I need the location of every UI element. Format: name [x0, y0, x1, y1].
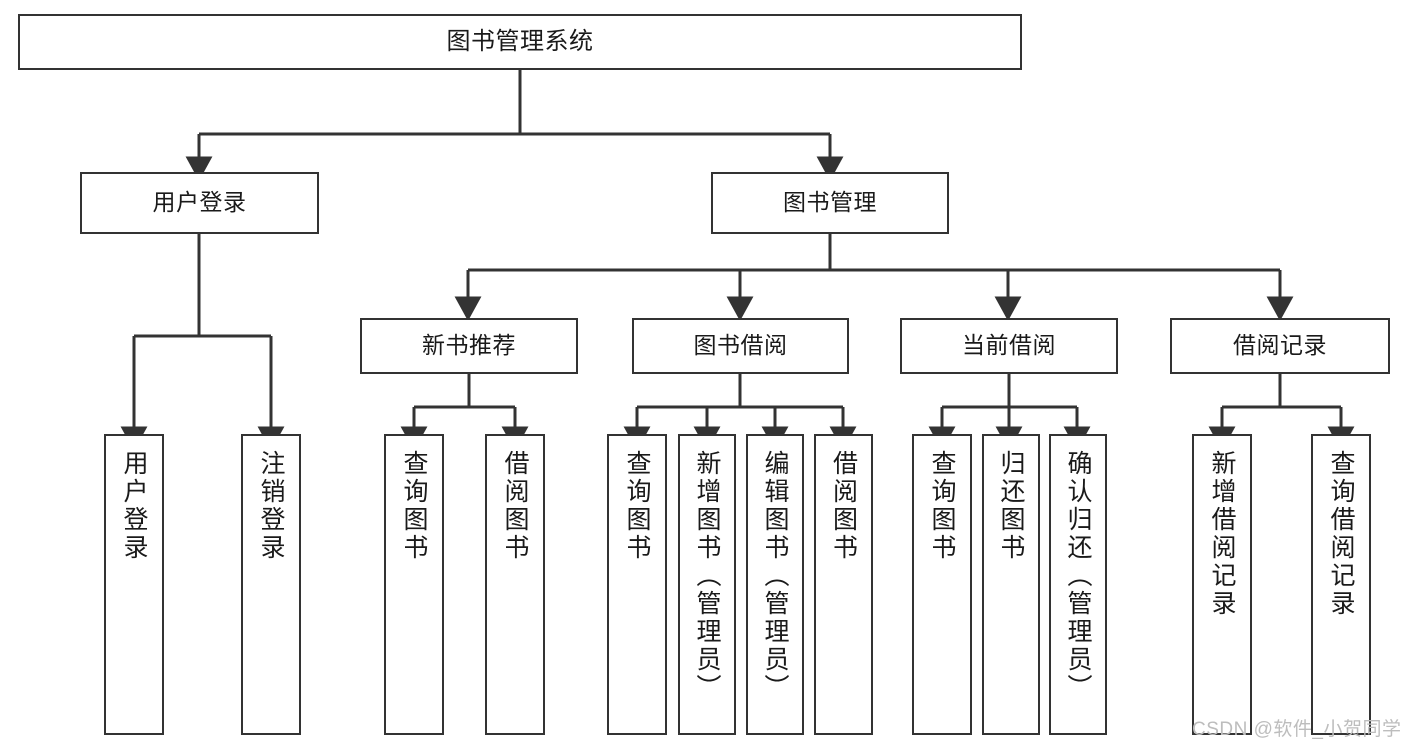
node-root-system[interactable]: 图书管理系统	[18, 14, 1022, 70]
node-leaf-confirm-return-admin[interactable]: 确认归还（管理员）	[1049, 434, 1107, 735]
node-borrow-records[interactable]: 借阅记录	[1170, 318, 1390, 374]
node-label: 编辑图书（管理员）	[761, 450, 789, 702]
node-leaf-query-book-borrow[interactable]: 查询图书	[607, 434, 667, 735]
node-label: 查询图书	[928, 450, 956, 562]
node-label: 新增借阅记录	[1208, 450, 1236, 618]
node-leaf-borrow-book[interactable]: 借阅图书	[814, 434, 873, 735]
node-label: 图书管理	[783, 189, 877, 216]
node-label: 查询图书	[623, 450, 651, 562]
node-leaf-borrow-book-recommend[interactable]: 借阅图书	[485, 434, 545, 735]
node-leaf-query-book-recommend[interactable]: 查询图书	[384, 434, 444, 735]
node-label: 用户登录	[152, 189, 247, 216]
node-leaf-query-borrow-record[interactable]: 查询借阅记录	[1311, 434, 1371, 735]
node-label: 用户登录	[120, 450, 148, 562]
node-leaf-add-borrow-record[interactable]: 新增借阅记录	[1192, 434, 1252, 735]
node-leaf-add-book-admin[interactable]: 新增图书（管理员）	[678, 434, 736, 735]
node-label: 查询借阅记录	[1327, 450, 1355, 618]
node-label: 新书推荐	[422, 332, 516, 359]
node-book-management[interactable]: 图书管理	[711, 172, 949, 234]
csdn-watermark: CSDN @软件_小贺同学	[1192, 719, 1402, 740]
node-leaf-return-book[interactable]: 归还图书	[982, 434, 1040, 735]
node-label: 归还图书	[997, 450, 1025, 562]
node-leaf-user-login[interactable]: 用户登录	[104, 434, 164, 735]
node-label: 确认归还（管理员）	[1064, 450, 1092, 702]
node-user-login[interactable]: 用户登录	[80, 172, 319, 234]
node-new-book-recommend[interactable]: 新书推荐	[360, 318, 578, 374]
node-label: 新增图书（管理员）	[693, 450, 721, 702]
node-label: 借阅图书	[501, 450, 529, 562]
node-book-borrow[interactable]: 图书借阅	[632, 318, 849, 374]
node-label: 借阅图书	[829, 450, 858, 562]
node-label: 查询图书	[400, 450, 428, 562]
node-leaf-query-book-current[interactable]: 查询图书	[912, 434, 972, 735]
node-leaf-logout[interactable]: 注销登录	[241, 434, 301, 735]
node-label: 借阅记录	[1233, 332, 1327, 359]
node-label: 注销登录	[257, 450, 285, 562]
node-leaf-edit-book-admin[interactable]: 编辑图书（管理员）	[746, 434, 804, 735]
node-current-borrow[interactable]: 当前借阅	[900, 318, 1118, 374]
node-label: 当前借阅	[962, 332, 1056, 359]
node-label: 图书管理系统	[446, 27, 594, 55]
node-label: 图书借阅	[693, 332, 788, 359]
